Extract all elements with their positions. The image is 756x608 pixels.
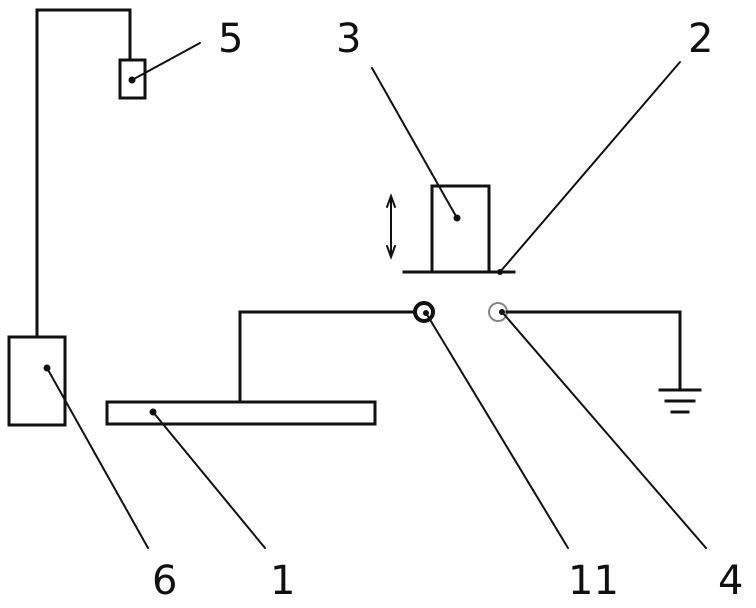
label-2: 2 [688,16,713,62]
leader-2 [500,62,680,272]
label-3: 3 [336,16,361,62]
label-11: 11 [568,558,619,604]
support-line [37,10,130,337]
label-1: 1 [270,558,295,604]
label-5: 5 [218,16,243,62]
component-6 [9,337,65,425]
plate-wire [240,312,416,402]
leader-11 [426,313,568,548]
ground-icon [660,390,700,412]
leader-4 [502,312,706,548]
double-arrow-icon [387,196,395,257]
leader-3 [372,68,457,218]
component-3 [432,186,489,272]
label-4: 4 [718,558,743,604]
leader-1 [153,412,265,548]
leader-6 [47,368,148,548]
label-6: 6 [152,558,177,604]
ground-wire [507,312,680,390]
component-1-plate [107,402,375,424]
